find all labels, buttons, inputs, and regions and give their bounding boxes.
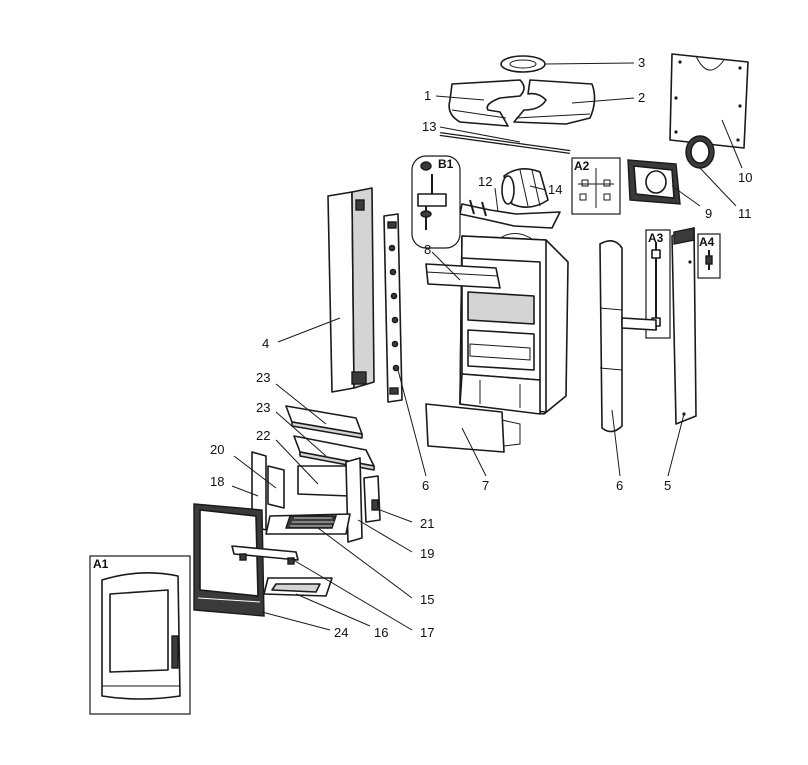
part-12-bracket [459, 199, 561, 229]
part-14-elbow-pipe [501, 168, 549, 208]
label-part-6-left: 6 [422, 478, 429, 493]
stove-main-body [459, 233, 569, 415]
label-part-20: 20 [210, 442, 224, 457]
part-10-back-plate [669, 53, 749, 149]
label-part-15: 15 [420, 592, 434, 607]
label-part-13: 13 [422, 119, 436, 134]
part-23-baffle-brick-lower [293, 435, 375, 471]
inset-b1 [411, 155, 461, 249]
label-part-3: 3 [638, 55, 645, 70]
inset-label-b1: B1 [438, 157, 454, 171]
part-16-ash-pan [263, 577, 333, 597]
label-part-14: 14 [548, 182, 562, 197]
part-21-side-brick [363, 475, 381, 523]
part-11-connector [685, 135, 715, 169]
label-part-23-lower: 23 [256, 400, 270, 415]
part-24-door [193, 503, 265, 617]
part-5-right-side-panel [671, 227, 697, 425]
label-part-6-right: 6 [616, 478, 623, 493]
part-7-front-panel [425, 403, 521, 453]
label-part-19: 19 [420, 546, 434, 561]
label-part-16: 16 [374, 625, 388, 640]
part-number-labels: 1 2 3 13 10 11 9 14 12 8 4 6 7 6 5 23 23… [210, 55, 752, 640]
part-13-rod [439, 132, 571, 154]
label-part-21: 21 [420, 516, 434, 531]
inset-a1 [89, 555, 191, 715]
label-part-23-upper: 23 [256, 370, 270, 385]
label-part-5: 5 [664, 478, 671, 493]
leader-lines [231, 62, 743, 631]
label-part-4: 4 [262, 336, 269, 351]
part-17-rail [231, 545, 299, 565]
part-15-grate [265, 513, 351, 535]
label-part-8: 8 [424, 242, 431, 257]
label-part-11: 11 [738, 206, 752, 221]
inset-a4 [697, 233, 721, 279]
part-20-side-brick [267, 465, 285, 509]
label-part-7: 7 [482, 478, 489, 493]
part-3-flue-ring [500, 55, 546, 73]
part-23-baffle-brick-upper [285, 405, 363, 439]
part-8-baffle [425, 263, 501, 289]
label-part-12: 12 [478, 174, 492, 189]
inset-label-a2: A2 [574, 159, 590, 173]
inset-label-a1: A1 [93, 557, 109, 571]
inset-a3 [621, 229, 671, 339]
inset-label-a4: A4 [699, 235, 715, 249]
label-part-17: 17 [420, 625, 434, 640]
label-part-1: 1 [424, 88, 431, 103]
part-4-left-side-panel [327, 187, 375, 393]
part-2-top-plate-right [513, 79, 596, 125]
label-part-9: 9 [705, 206, 712, 221]
inset-label-a3: A3 [648, 231, 664, 245]
label-part-10: 10 [738, 170, 752, 185]
part-19-side-brick [345, 457, 363, 543]
part-1-top-plate-left [448, 79, 525, 127]
part-6-right-curved-side [599, 240, 623, 433]
label-part-22: 22 [256, 428, 270, 443]
part-6-left-rail [383, 213, 403, 403]
label-part-2: 2 [638, 90, 645, 105]
part-9-spigot-plate [627, 159, 681, 205]
label-part-24: 24 [334, 625, 348, 640]
inset-a2 [571, 157, 621, 215]
inset-labels: A1 A2 A3 A4 B1 [93, 157, 715, 571]
label-part-18: 18 [210, 474, 224, 489]
